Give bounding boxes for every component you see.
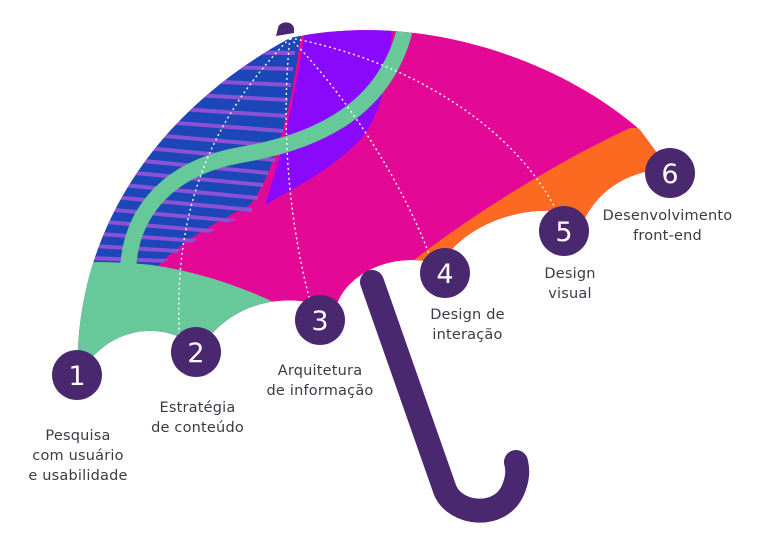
canopy-green-ribbon — [120, 30, 418, 271]
label-line: de informação — [266, 383, 374, 399]
step-number: 6 — [661, 159, 678, 190]
label-line: Design de — [430, 307, 505, 323]
label-line: com usuário — [32, 448, 124, 464]
step-badge-1: 1 — [52, 350, 102, 400]
step-badge-3: 3 — [295, 295, 345, 345]
label-line: Desenvolvimento — [602, 208, 733, 224]
canopy-violet-panel — [265, 30, 392, 205]
step-label-4: Design de interação — [420, 305, 515, 345]
label-line: e usabilidade — [28, 468, 128, 484]
label-line: interação — [432, 327, 503, 343]
label-line: Arquitetura — [277, 363, 363, 379]
step-number: 5 — [555, 217, 572, 248]
step-badge-2: 2 — [171, 327, 221, 377]
label-line: Design — [544, 266, 596, 282]
step-number: 4 — [436, 259, 453, 290]
step-number: 2 — [187, 338, 204, 369]
step-label-6: Desenvolvimento front-end — [600, 206, 735, 246]
step-label-5: Design visual — [530, 264, 610, 304]
step-badge-6: 6 — [645, 148, 695, 198]
step-badge-5: 5 — [539, 206, 589, 256]
label-line: Pesquisa — [45, 428, 111, 444]
step-number: 1 — [68, 361, 85, 392]
label-line: visual — [548, 286, 592, 302]
step-badge-4: 4 — [420, 248, 470, 298]
label-line: de conteúdo — [151, 420, 244, 436]
step-label-1: Pesquisa com usuário e usabilidade — [18, 426, 138, 486]
umbrella-handle — [360, 270, 530, 523]
step-label-2: Estratégia de conteúdo — [140, 398, 255, 438]
label-line: Estratégia — [159, 400, 236, 416]
canopy-ribs — [178, 37, 561, 346]
step-label-3: Arquitetura de informação — [255, 361, 385, 401]
step-number: 3 — [311, 306, 328, 337]
label-line: front-end — [633, 228, 702, 244]
umbrella-top-knob — [276, 22, 294, 36]
